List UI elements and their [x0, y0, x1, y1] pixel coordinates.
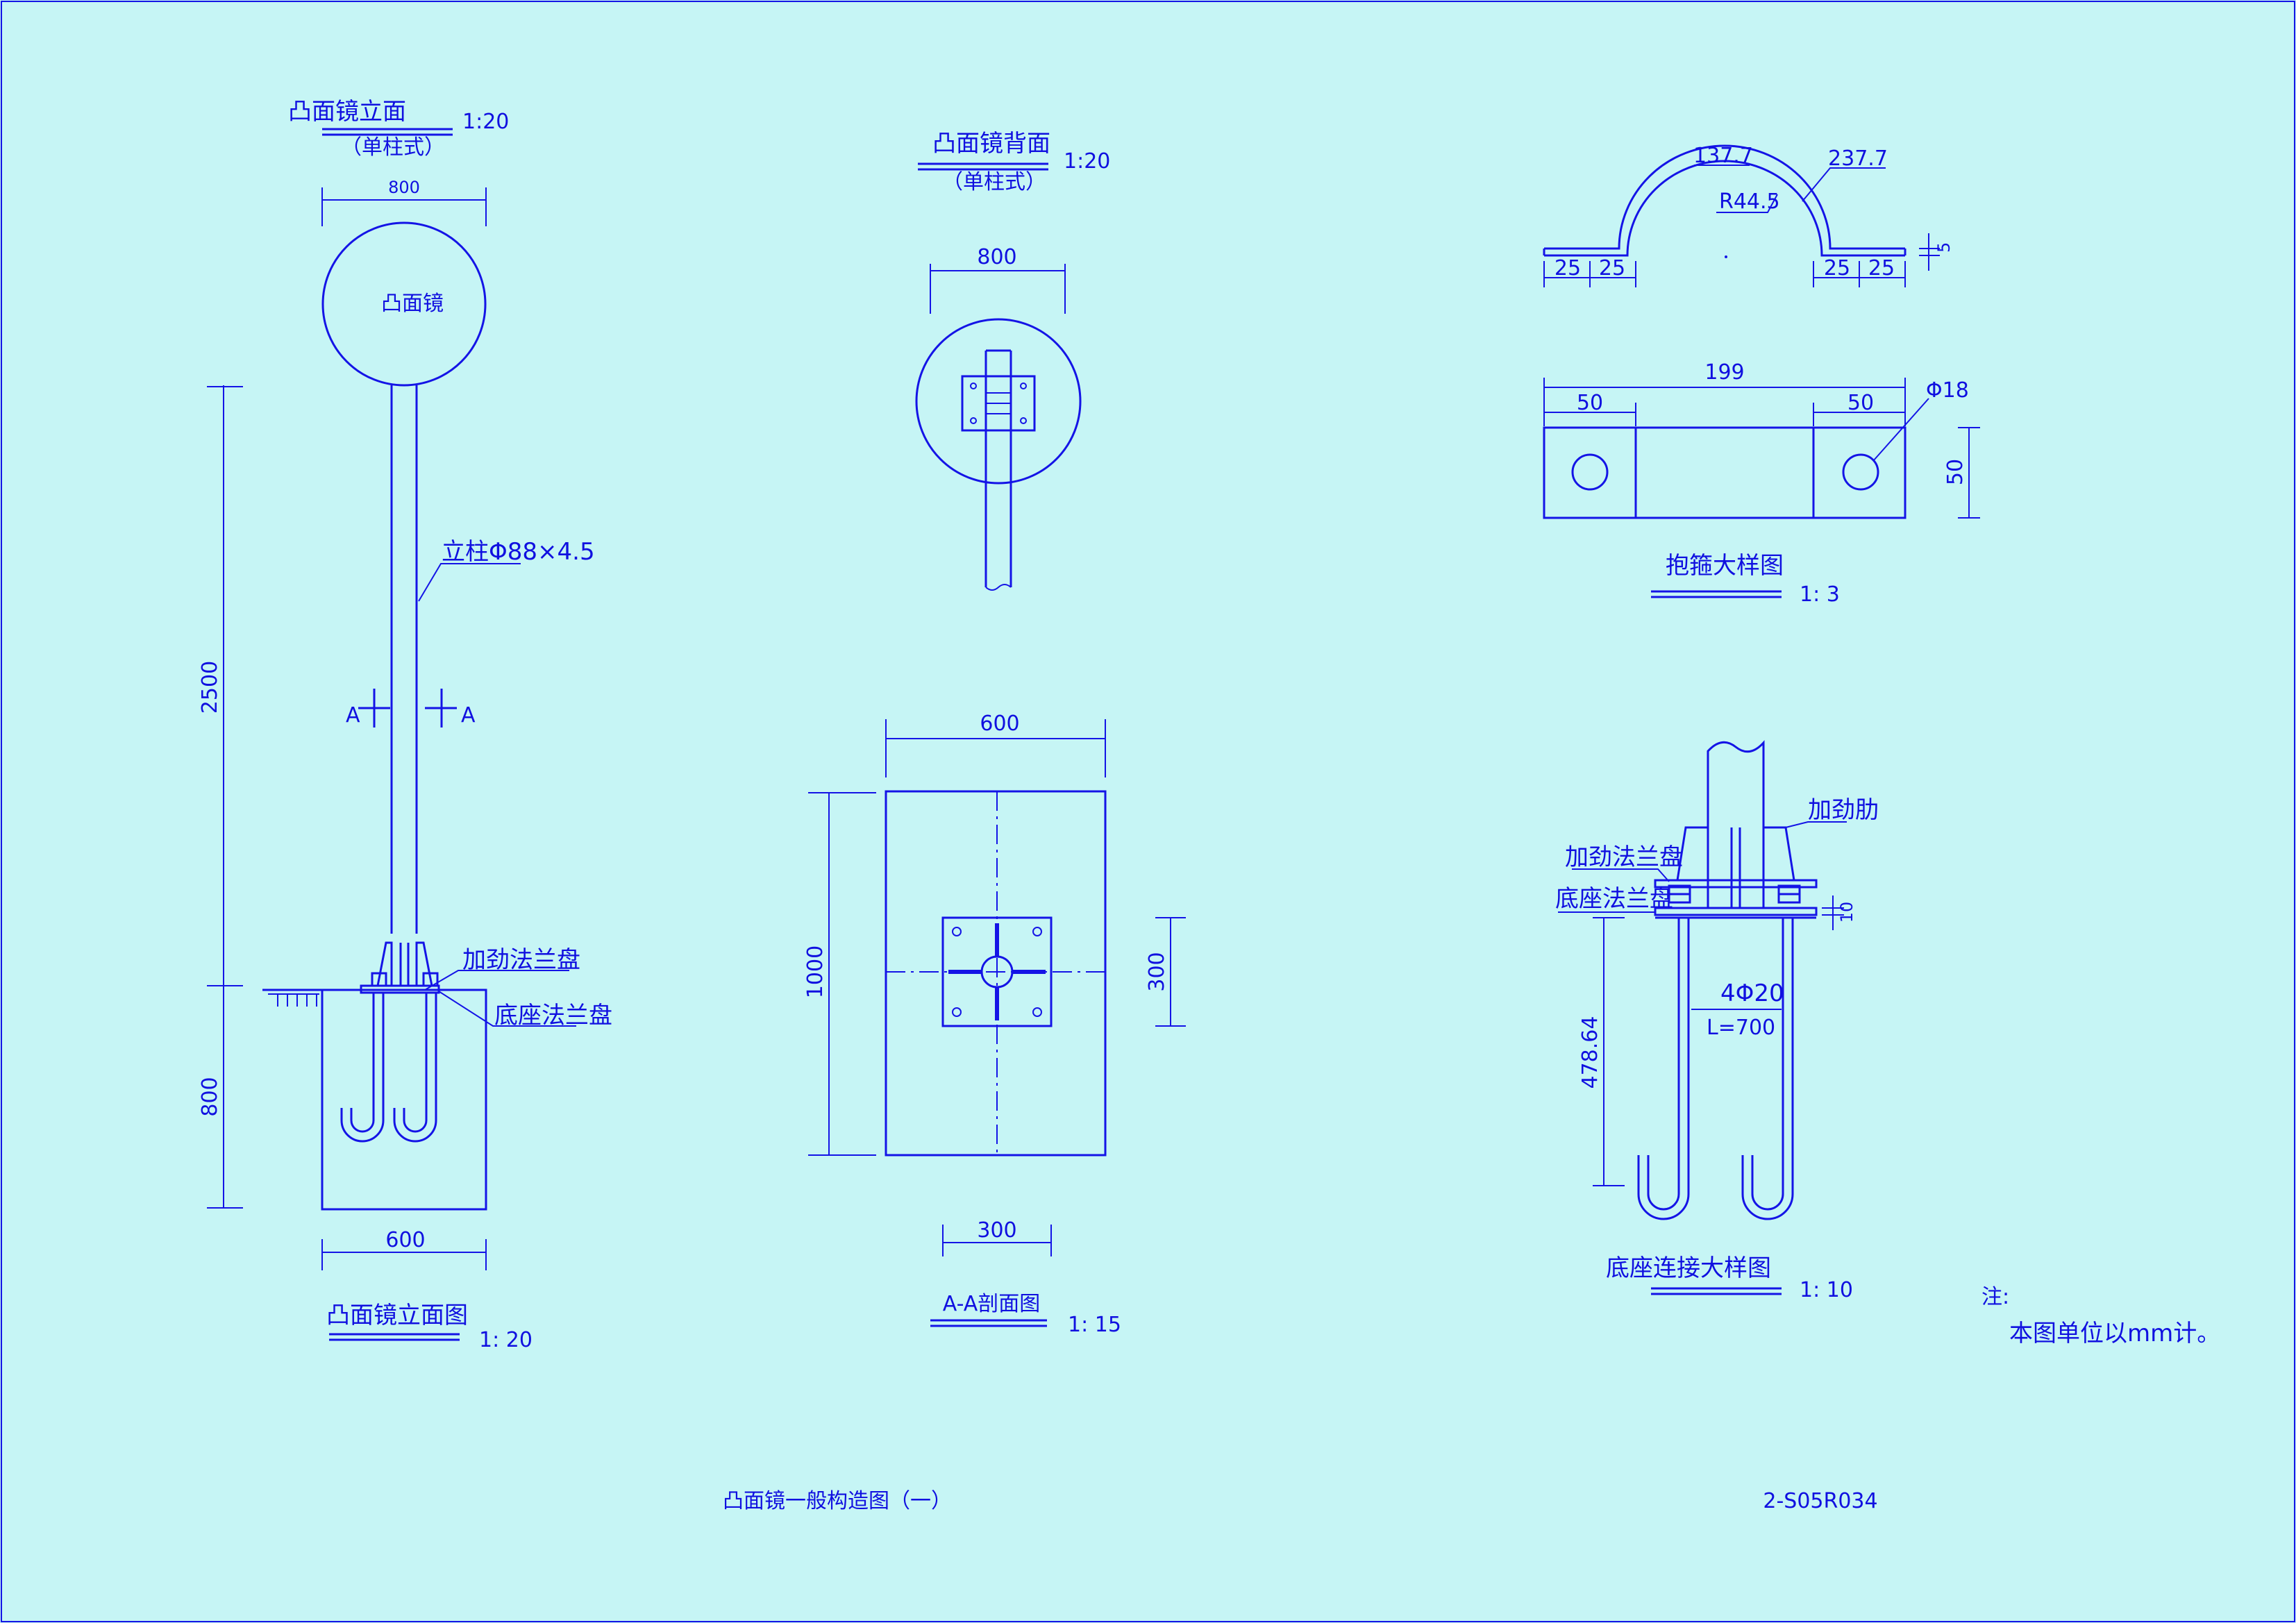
hoop-plan-plate — [1543, 426, 1907, 519]
foundation-block — [321, 989, 487, 1211]
elevation-scale: 1:20 — [462, 110, 509, 134]
back-dim: 800 — [977, 245, 1016, 269]
hoop-dim-237: 237.7 — [1828, 146, 1888, 171]
hoop-dim-50-right: 50 — [1847, 391, 1874, 415]
base-detail-caption: 底座连接大样图 — [1606, 1254, 1771, 1282]
hoop-dim-25-b: 25 — [1599, 256, 1625, 280]
drawing-number: 2-S05R034 — [1763, 1489, 1877, 1513]
hoop-bolt-hole-right — [1842, 453, 1879, 491]
mirror-label: 凸面镜 — [381, 292, 444, 316]
base-detail-dim-10: 10 — [1837, 902, 1857, 923]
hoop-bolt-hole-left — [1571, 453, 1609, 491]
elevation-caption-scale: 1: 20 — [479, 1328, 533, 1352]
section-dim-600: 600 — [980, 712, 1019, 736]
base-detail-flange-label: 加劲法兰盘 — [1565, 843, 1683, 871]
rib-label: 加劲肋 — [1808, 796, 1879, 824]
drawing-title: 凸面镜一般构造图（一） — [723, 1489, 952, 1513]
hoop-dim-25-c: 25 — [1824, 256, 1850, 280]
elevation-dim-600: 600 — [385, 1228, 425, 1252]
hoop-detail: 137.7 237.7 R44.5 25 25 25 25 5 199 50 — [1543, 144, 1980, 607]
elevation-subtitle: （单柱式） — [341, 135, 445, 160]
hoop-dim-5: 5 — [1934, 242, 1954, 253]
section-mark-left: A — [346, 703, 360, 728]
section-mark-right: A — [461, 703, 476, 728]
hoop-dim-25-a: 25 — [1555, 256, 1581, 280]
elevation-dim-2500: 2500 — [198, 661, 222, 714]
notes-line-1: 本图单位以mm计。 — [2009, 1320, 2220, 1347]
hoop-radius: R44.5 — [1719, 190, 1780, 214]
hoop-dim-50-left: 50 — [1577, 391, 1603, 415]
back-title: 凸面镜背面 — [932, 130, 1050, 158]
notes-heading: 注: — [1981, 1285, 2009, 1309]
elevation-flange-label: 加劲法兰盘 — [462, 946, 580, 974]
elevation-base-flange-label: 底座法兰盘 — [494, 1002, 612, 1029]
elevation-caption: 凸面镜立面图 — [326, 1302, 468, 1329]
section-caption: A-A剖面图 — [943, 1292, 1041, 1316]
elevation-view: 凸面镜立面 1:20 （单柱式） 800 凸面镜 立柱Φ88×4.5 A A 2… — [198, 98, 612, 1352]
bolt-length: L=700 — [1707, 1016, 1775, 1040]
bolt-label: 4Φ20 — [1720, 979, 1784, 1007]
back-mount-plate — [961, 375, 1036, 432]
base-detail-dim-478: 478.64 — [1578, 1016, 1602, 1089]
base-detail-base-flange-label: 底座法兰盘 — [1555, 885, 1673, 913]
elevation-title: 凸面镜立面 — [288, 98, 406, 126]
hoop-dim-50-vertical: 50 — [1943, 459, 1968, 485]
hoop-dim-25-d: 25 — [1868, 256, 1895, 280]
hoop-caption: 抱箍大样图 — [1666, 552, 1784, 580]
section-dim-300-side: 300 — [1145, 952, 1169, 991]
hoop-hole-label: Φ18 — [1926, 378, 1969, 403]
hoop-caption-scale: 1: 3 — [1800, 582, 1840, 607]
back-scale: 1:20 — [1064, 149, 1110, 174]
convex-mirror — [321, 221, 487, 387]
back-view: 凸面镜背面 1:20 （单柱式） 800 — [915, 130, 1110, 591]
section-dim-1000: 1000 — [803, 945, 828, 998]
section-base-plate — [941, 916, 1053, 1027]
back-subtitle: （单柱式） — [942, 170, 1046, 194]
base-flange-plate — [1654, 907, 1818, 916]
mirror-back — [915, 318, 1082, 485]
base-detail: 加劲肋 加劲法兰盘 底座法兰盘 10 478.64 4Φ20 L=700 底座连… — [1555, 740, 1879, 1302]
foundation-plan — [885, 790, 1107, 1157]
section-dim-300-bottom: 300 — [977, 1218, 1016, 1243]
base-detail-caption-scale: 1: 10 — [1800, 1278, 1853, 1302]
section-view: 600 1000 300 300 A-A剖面图 1: 15 — [803, 712, 1186, 1337]
section-caption-scale: 1: 15 — [1068, 1313, 1121, 1337]
hoop-dim-199: 199 — [1704, 360, 1744, 385]
elevation-dim-top: 800 — [388, 178, 420, 197]
elevation-dim-800: 800 — [198, 1077, 222, 1116]
hoop-dim-137: 137.7 — [1693, 144, 1753, 168]
post-label: 立柱Φ88×4.5 — [442, 538, 595, 566]
